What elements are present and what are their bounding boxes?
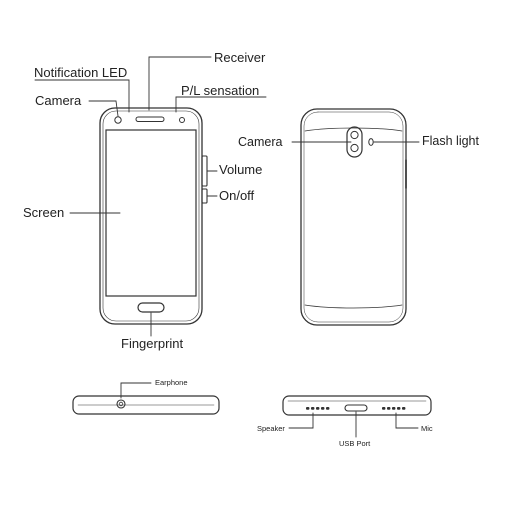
mic-grille (382, 407, 406, 410)
leader-earphone (120, 382, 152, 399)
usb-port (344, 404, 368, 412)
receiver-slot (135, 116, 165, 122)
rear-camera-lens-2 (350, 143, 359, 153)
label-camera-rear: Camera (238, 135, 283, 149)
label-mic: Mic (421, 424, 433, 433)
label-earphone: Earphone (155, 378, 188, 387)
label-flash-light: Flash light (422, 134, 479, 148)
bottom-edge-body (282, 395, 432, 416)
back-inner-edge (303, 111, 404, 323)
label-usb-port: USB Port (339, 439, 371, 448)
front-inner-edge (102, 110, 200, 322)
earphone-jack-inner (118, 401, 124, 407)
earphone-jack (116, 399, 126, 409)
volume-button (201, 155, 208, 187)
leader-notification-led (34, 79, 130, 113)
phone-front (99, 107, 208, 325)
label-camera-front: Camera (35, 93, 82, 108)
label-fingerprint: Fingerprint (121, 336, 184, 351)
label-receiver: Receiver (214, 50, 266, 65)
rear-camera-lens-1 (350, 130, 359, 140)
speaker-grille (306, 407, 330, 410)
back-body (300, 108, 407, 326)
leader-camera-front-b (115, 100, 119, 117)
top-antenna-band (304, 127, 403, 132)
bottom-edge-leaders (288, 411, 419, 438)
label-notification-led: Notification LED (34, 65, 128, 80)
label-on-off: On/off (219, 188, 255, 203)
label-screen: Screen (23, 205, 65, 220)
front-camera (114, 116, 122, 124)
phone-top-edge (72, 395, 220, 415)
label-pl-sensation: P/L sensation (181, 83, 260, 98)
leader-mic (395, 412, 419, 429)
front-body (99, 107, 203, 325)
flash-light (368, 138, 374, 146)
power-button (201, 188, 208, 204)
leader-pl-sensation (175, 96, 267, 113)
top-edge-body (72, 395, 220, 415)
top-edge-leader (120, 382, 152, 399)
bottom-antenna-band (304, 304, 403, 309)
phone-back (300, 108, 407, 326)
front-leader-lines (34, 56, 267, 337)
proximity-sensor (179, 117, 185, 123)
leader-receiver (148, 56, 212, 111)
label-speaker: Speaker (257, 424, 285, 433)
label-volume: Volume (219, 162, 263, 177)
leader-speaker (288, 412, 314, 429)
fingerprint-sensor (137, 302, 165, 313)
phone-bottom-edge (282, 395, 432, 416)
